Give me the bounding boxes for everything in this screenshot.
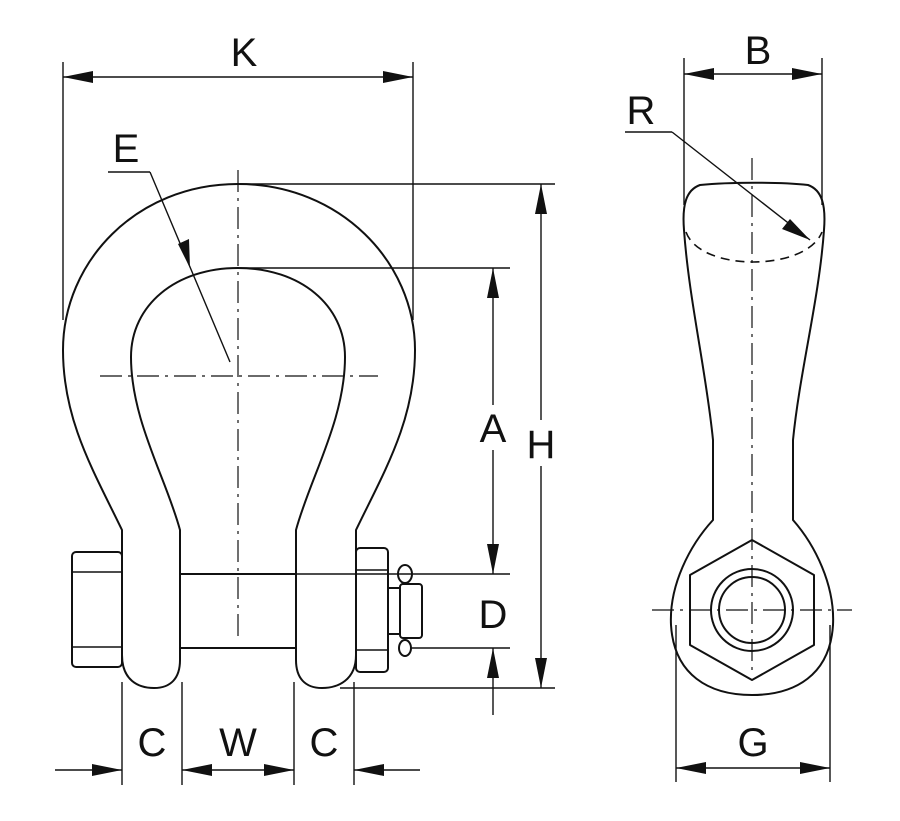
cotter-pin xyxy=(399,583,423,639)
pin-end xyxy=(387,587,401,635)
side-body-outline xyxy=(669,181,835,696)
dimension-r: R xyxy=(625,89,811,241)
dimension-b: B xyxy=(683,29,823,205)
dimension-e: E xyxy=(108,127,231,363)
label-g: G xyxy=(737,721,768,765)
label-h: H xyxy=(527,423,556,467)
label-d: D xyxy=(479,593,508,637)
cotter-leg xyxy=(398,639,412,657)
bolt-head xyxy=(71,551,123,668)
nut xyxy=(355,547,389,673)
dimension-a: A xyxy=(240,267,510,575)
label-c-left: C xyxy=(138,721,167,765)
label-c-right: C xyxy=(310,721,339,765)
dimension-k: K xyxy=(62,31,414,320)
label-k: K xyxy=(231,31,258,75)
bow-outer-outline xyxy=(62,183,416,689)
front-view xyxy=(62,170,423,689)
label-r: R xyxy=(627,89,656,133)
label-w: W xyxy=(219,721,257,765)
dimension-h: H xyxy=(240,183,556,689)
side-view xyxy=(652,158,852,696)
dimension-d: D xyxy=(410,593,510,715)
dimension-g: G xyxy=(675,625,831,782)
crown-hidden-line xyxy=(685,231,823,263)
dimension-c-w-c: C W C xyxy=(55,682,420,785)
label-e: E xyxy=(113,127,140,171)
label-a: A xyxy=(480,407,507,451)
label-b: B xyxy=(745,29,772,73)
